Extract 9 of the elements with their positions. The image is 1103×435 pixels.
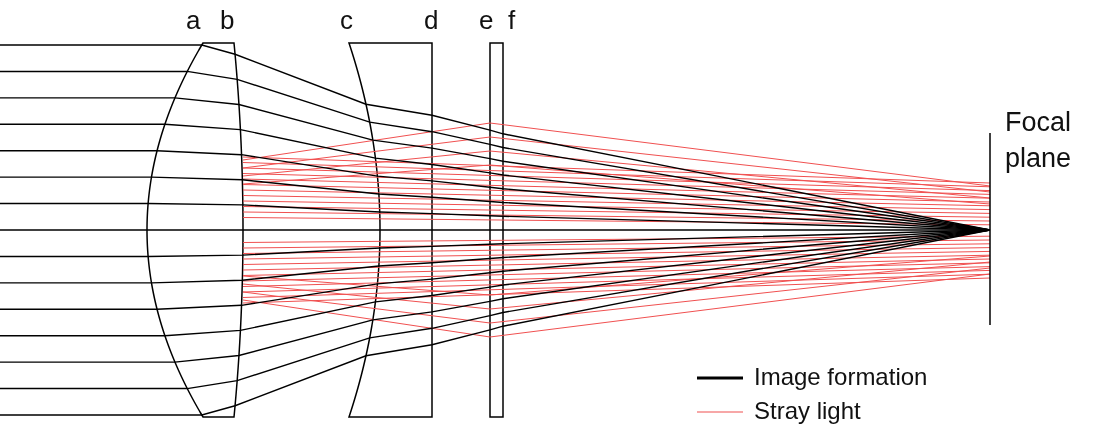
lens-surface-label: d bbox=[424, 6, 439, 34]
lens-surface-label: a bbox=[186, 6, 201, 34]
lens-surface-label: b bbox=[220, 6, 235, 34]
lens-surface-label: e bbox=[479, 6, 494, 34]
legend-label: Stray light bbox=[754, 397, 861, 425]
lens-surface-label: c bbox=[340, 6, 353, 34]
legend-label: Image formation bbox=[754, 363, 928, 391]
focal-plane-label: Focal plane bbox=[1003, 106, 1073, 175]
lens-surface-label: f bbox=[508, 6, 516, 34]
